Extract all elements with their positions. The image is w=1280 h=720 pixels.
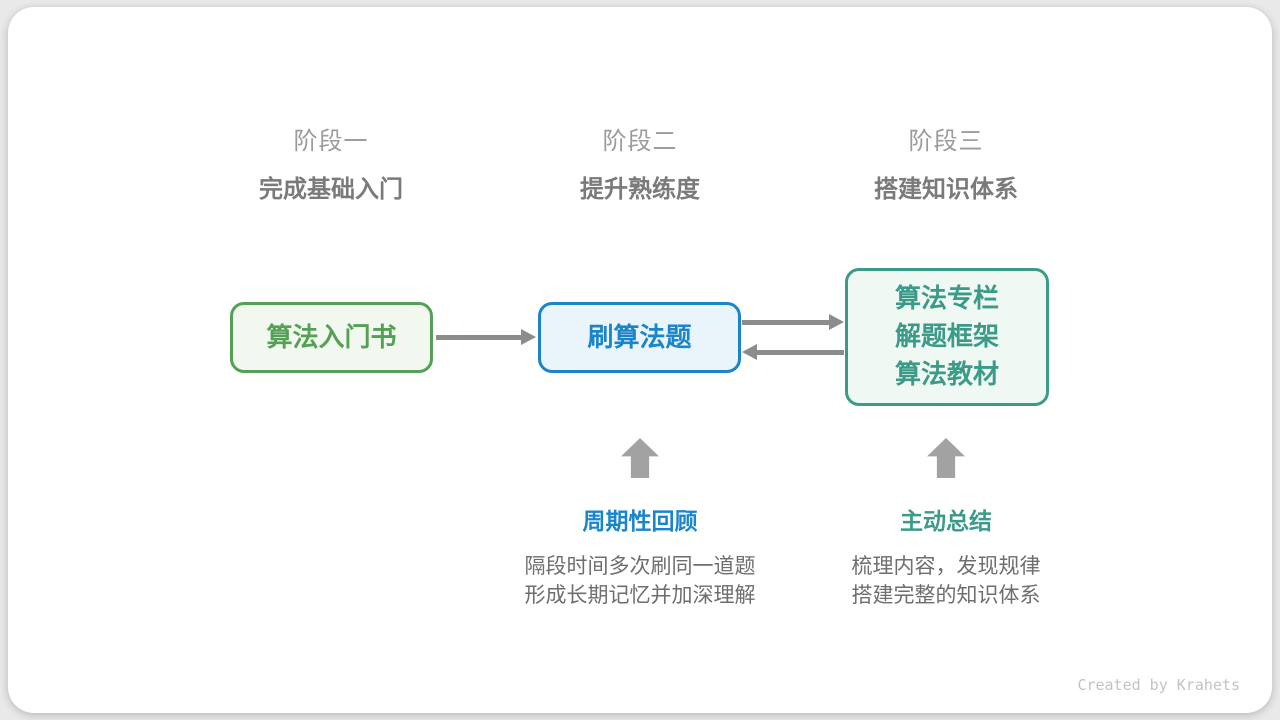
arrow-shaft (742, 320, 831, 325)
node-practice-label: 刷算法题 (587, 322, 692, 353)
annotation-review-line-2: 形成长期记忆并加深理解 (524, 583, 756, 607)
arrow-head (521, 329, 536, 345)
node-resources-line-3: 算法教材 (894, 360, 999, 390)
credit-text: Created by Krahets (1077, 676, 1240, 694)
arrow-head (742, 344, 757, 360)
annotation-summarize-line-1: 梳理内容，发现规律 (851, 554, 1041, 578)
arrow-left-icon (742, 344, 844, 361)
arrow-shaft (755, 350, 844, 355)
node-resources-line-2: 解题框架 (894, 322, 999, 352)
node-intro-book: 算法入门书 (230, 302, 433, 373)
stage-1-header: 阶段一 完成基础入门 (181, 124, 481, 206)
stage-3-title: 阶段三 (908, 127, 984, 155)
annotation-review-line-1: 隔段时间多次刷同一道题 (524, 554, 756, 578)
stage-2-title: 阶段二 (602, 127, 678, 155)
arrow-head (829, 314, 844, 330)
annotation-summarize-label: 主动总结 (900, 509, 992, 535)
arrow-right-icon (742, 314, 844, 331)
stage-2-subtitle: 提升熟练度 (580, 175, 700, 203)
stage-3-header: 阶段三 搭建知识体系 (796, 124, 1096, 206)
node-intro-book-label: 算法入门书 (266, 322, 397, 353)
node-resources-line-1: 算法专栏 (894, 284, 999, 314)
annotation-summarize-description: 梳理内容，发现规律 搭建完整的知识体系 (756, 552, 1136, 610)
stage-2-header: 阶段二 提升熟练度 (490, 124, 790, 206)
node-practice: 刷算法题 (538, 302, 741, 373)
annotation-summarize-line-2: 搭建完整的知识体系 (851, 583, 1041, 607)
node-resources: 算法专栏 解题框架 算法教材 (845, 268, 1049, 406)
annotation-review-description: 隔段时间多次刷同一道题 形成长期记忆并加深理解 (450, 552, 830, 610)
arrow-right-icon (436, 329, 536, 346)
stage-1-title: 阶段一 (293, 127, 369, 155)
arrow-shaft (436, 335, 523, 340)
annotation-review-label: 周期性回顾 (582, 509, 698, 535)
stage-3-subtitle: 搭建知识体系 (874, 175, 1018, 203)
stage-1-subtitle: 完成基础入门 (259, 175, 403, 203)
